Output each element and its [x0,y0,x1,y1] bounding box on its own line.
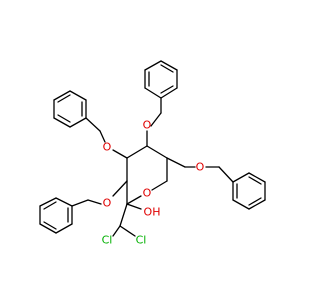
ether-bond [150,112,162,127]
ether-bond [99,130,106,143]
chlorine-bond [112,225,121,237]
aromatic-bond [232,199,250,210]
aromatic-bond [69,90,87,101]
aromatic-bond [160,87,178,99]
oxygen-atom: O [103,141,112,154]
ring-bond [146,145,168,159]
benzyl-bond [71,199,89,207]
atom-labels: O O O O O OH Cl Cl [102,119,205,247]
aromatic-bond [144,60,162,71]
aromatic-bond [55,197,73,207]
aromatic-double-bond [248,176,262,185]
aromatic-bond [232,172,250,183]
molecule-structure: O O O O O OH Cl Cl [39,60,266,247]
oxygen-atom: O [143,119,152,132]
chlorine-atom: Cl [136,234,147,247]
aromatic-double-bond [43,221,57,230]
aromatic-bond [144,87,162,99]
benzyl-bond [218,166,234,183]
oxygen-atom: O [103,197,112,210]
oxygen-atom: O [196,161,205,174]
aromatic-double-bond [57,114,71,123]
aromatic-double-bond [43,201,57,210]
aromatic-bond [160,60,178,71]
ring-oxygen-atom: O [143,187,152,200]
chlorine-atom: Cl [102,234,113,247]
ring-bond [126,195,142,205]
ether-bond [112,149,128,159]
bond-lines [39,60,266,237]
chain-bond [119,203,128,227]
hydroxyl-group: OH [144,206,161,219]
aromatic-bond [53,90,71,101]
aromatic-double-bond [160,85,174,94]
hydroxyl-bond [126,203,142,210]
chlorine-bond [119,225,136,237]
aromatic-bond [39,223,57,234]
aromatic-bond [39,197,57,207]
aromatic-bond [69,117,87,128]
aromatic-bond [53,117,71,128]
ring-bond [126,145,148,159]
aromatic-double-bond [160,64,174,73]
aromatic-bond [55,223,73,234]
aromatic-bond [248,172,266,183]
aromatic-bond [248,199,266,210]
ring-bond [151,180,168,191]
chain-bond [166,157,186,168]
ether-bond [112,180,128,197]
ether-bond [87,199,102,205]
aromatic-double-bond [57,94,71,103]
aromatic-double-bond [248,197,262,206]
benzyl-bond [85,117,101,132]
